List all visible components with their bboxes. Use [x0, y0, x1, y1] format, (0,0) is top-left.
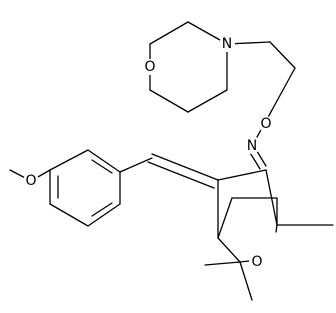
atom-imine-nitrogen: N: [244, 138, 260, 154]
oxygen-label: O: [144, 59, 155, 75]
double-bond: [151, 153, 219, 181]
bond: [239, 261, 253, 301]
bond: [271, 67, 296, 111]
bond: [49, 149, 89, 171]
atom-bridge-oxygen: O: [249, 254, 265, 270]
label-background: [244, 138, 260, 154]
bond: [119, 157, 153, 173]
label-background: [249, 254, 265, 270]
label-background: [219, 36, 235, 52]
bond-layer: [9, 21, 334, 301]
atom-label-layer: O N O N O O: [23, 36, 274, 270]
bond: [217, 169, 267, 181]
bond: [275, 224, 278, 233]
bond: [149, 21, 189, 45]
atom-morpholine-oxygen: O: [142, 59, 158, 75]
nitrogen-label: N: [247, 138, 257, 154]
bond: [204, 261, 241, 266]
atom-methoxy-oxygen: O: [23, 173, 39, 189]
bond: [187, 89, 228, 113]
nitrogen-label: N: [222, 36, 232, 52]
bond: [269, 41, 296, 69]
bond: [217, 237, 241, 263]
bond: [149, 89, 189, 113]
bond: [217, 197, 233, 239]
double-bond: [248, 150, 261, 170]
atom-morpholine-nitrogen: N: [219, 36, 235, 52]
bond: [49, 203, 89, 227]
label-background: [258, 116, 274, 132]
oxygen-label: O: [251, 254, 262, 270]
atom-ether-oxygen: O: [258, 116, 274, 132]
oxygen-label: O: [25, 173, 36, 189]
bond: [87, 149, 121, 173]
oxygen-label: O: [260, 116, 271, 132]
label-background: [142, 59, 158, 75]
double-bond: [91, 202, 113, 217]
double-bond: [91, 159, 113, 174]
double-bond: [147, 161, 215, 189]
bond: [87, 203, 121, 227]
label-background: [23, 173, 39, 189]
